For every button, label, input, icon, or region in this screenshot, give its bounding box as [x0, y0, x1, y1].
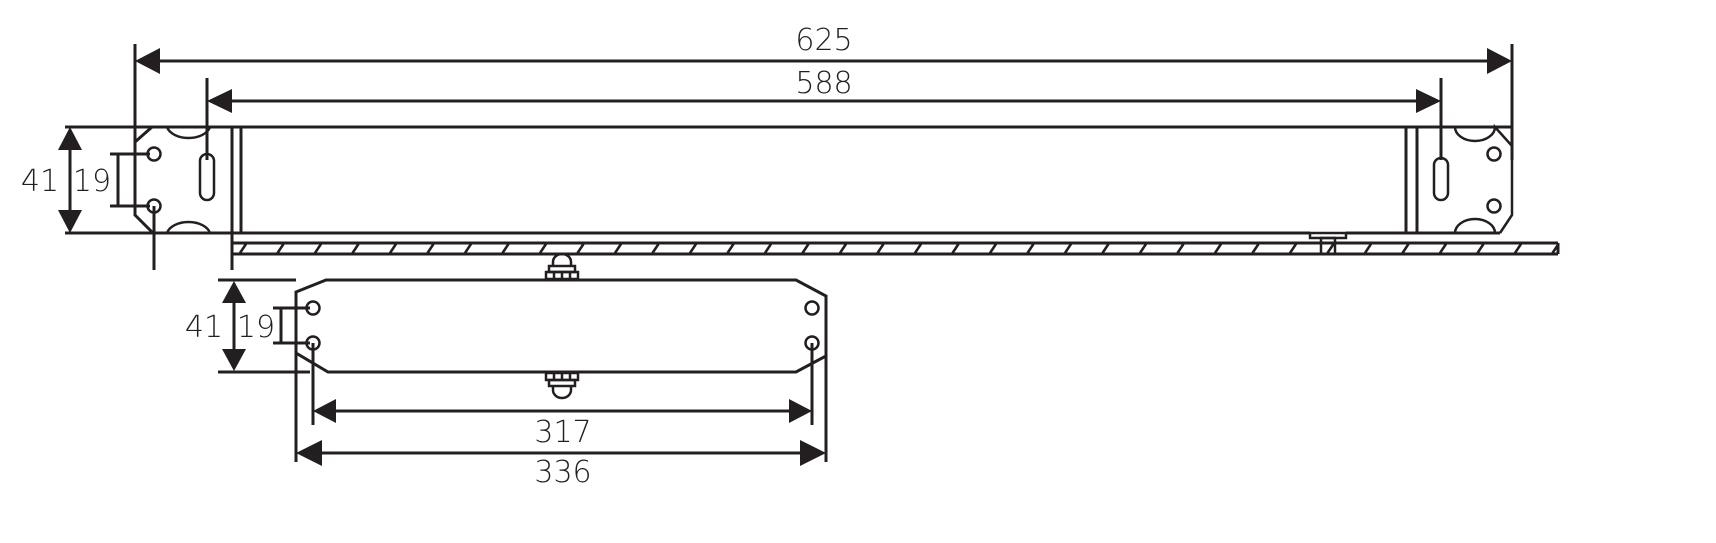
hatch-mark: [951, 243, 960, 254]
hatch-mark: [1288, 243, 1298, 254]
hatch-mark: [726, 243, 735, 254]
mounting-slot: [1432, 156, 1450, 202]
hatch-mark: [651, 243, 660, 254]
hatch-mark: [1026, 243, 1035, 254]
hatch-mark: [876, 243, 885, 254]
hatch-mark: [1438, 243, 1448, 254]
dimension-label-19-body: 19: [237, 310, 275, 345]
hatch-mark: [1401, 243, 1410, 254]
hatch-mark: [913, 243, 923, 254]
dimension-label-625: 625: [795, 23, 852, 58]
hatch-mark: [1138, 243, 1148, 254]
dimension-588: 588: [205, 66, 1443, 160]
hatch-mark: [576, 243, 585, 254]
dimension-label-317: 317: [534, 415, 591, 450]
hatch-mark: [688, 243, 698, 254]
hatch-mark: [1326, 243, 1335, 254]
mounting-hole: [1486, 198, 1502, 214]
mounting-hole: [1486, 146, 1502, 162]
hatch-mark: [238, 243, 248, 254]
hatch-mark: [613, 243, 623, 254]
dimension-317: 317: [313, 399, 812, 450]
hatch-mark: [463, 243, 473, 254]
door-frame-section: [232, 241, 1560, 256]
hatch-mark: [1476, 243, 1485, 254]
dimension-625: 625: [133, 23, 1514, 160]
hatch-mark: [351, 243, 360, 254]
hatch-mark: [1063, 243, 1073, 254]
hatch-mark: [1101, 243, 1110, 254]
hatch-mark: [538, 243, 548, 254]
dimension-label-19: 19: [73, 164, 111, 199]
hatch-mark: [801, 243, 810, 254]
body-height-dimension: 41 19: [185, 278, 310, 374]
hatch-mark: [1551, 243, 1560, 254]
dimension-label-41-body: 41: [185, 310, 223, 345]
closer-shaft-bottom: [544, 371, 580, 400]
hatch-mark: [1363, 243, 1373, 254]
dimension-label-588: 588: [795, 66, 852, 101]
body-hole: [804, 300, 820, 316]
hatch-mark: [838, 243, 848, 254]
hatch-mark: [1176, 243, 1185, 254]
closer-shaft-top: [544, 252, 580, 281]
hatch-mark: [276, 243, 285, 254]
dimension-label-41: 41: [21, 164, 59, 199]
hatch-mark: [763, 243, 773, 254]
hatch-mark: [988, 243, 998, 254]
hatch-mark: [388, 243, 398, 254]
hatch-mark: [313, 243, 323, 254]
dimension-336: 336: [296, 440, 826, 490]
dimension-label-336: 336: [534, 455, 591, 490]
hatch-mark: [501, 243, 510, 254]
hatch-mark: [426, 243, 435, 254]
hatch-mark: [1513, 243, 1523, 254]
slide-rail: [65, 78, 1514, 270]
rail-height-dimension: 41 19: [21, 127, 150, 233]
hatch-mark: [1213, 243, 1223, 254]
mounting-slot: [198, 152, 216, 202]
hatch-mark: [1251, 243, 1260, 254]
